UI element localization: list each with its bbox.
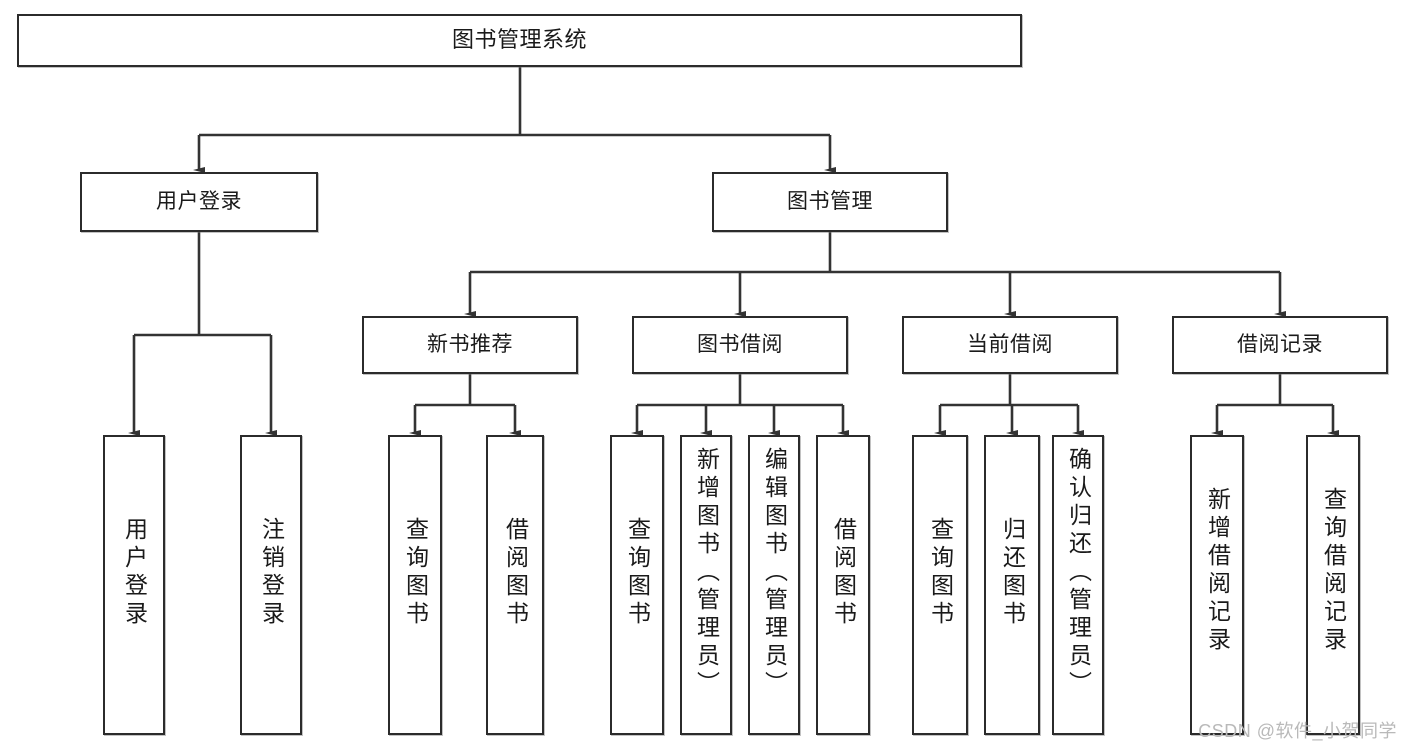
node-leaf-edit-book[interactable]: 编辑图书（管理员）	[748, 435, 800, 735]
node-leaf-borrow-1[interactable]: 借阅图书	[486, 435, 544, 735]
node-label: 确认归还（管理员）	[1065, 447, 1092, 699]
node-leaf-query-3[interactable]: 查询图书	[912, 435, 968, 735]
node-label: 图书管理系统	[451, 27, 587, 53]
node-book-manage[interactable]: 图书管理	[712, 172, 948, 232]
node-leaf-query-rec[interactable]: 查询借阅记录	[1306, 435, 1360, 735]
node-label: 图书管理	[787, 190, 873, 214]
node-label: 编辑图书（管理员）	[761, 447, 788, 699]
node-leaf-confirm[interactable]: 确认归还（管理员）	[1052, 435, 1104, 735]
node-label: 注销登录	[258, 517, 285, 629]
node-label: 借阅图书	[502, 517, 529, 629]
node-leaf-query-1[interactable]: 查询图书	[388, 435, 442, 735]
node-leaf-return[interactable]: 归还图书	[984, 435, 1040, 735]
node-leaf-add-book[interactable]: 新增图书（管理员）	[680, 435, 732, 735]
node-label: 新增图书（管理员）	[693, 447, 720, 699]
node-leaf-user-login[interactable]: 用户登录	[103, 435, 165, 735]
node-label: 借阅图书	[830, 517, 857, 629]
node-book-borrow[interactable]: 图书借阅	[632, 316, 848, 374]
node-new-book-rec[interactable]: 新书推荐	[362, 316, 578, 374]
node-current-borrow[interactable]: 当前借阅	[902, 316, 1118, 374]
node-leaf-borrow-2[interactable]: 借阅图书	[816, 435, 870, 735]
node-label: 用户登录	[121, 517, 148, 629]
node-label: 用户登录	[156, 190, 242, 214]
node-borrow-record[interactable]: 借阅记录	[1172, 316, 1388, 374]
node-leaf-query-2[interactable]: 查询图书	[610, 435, 664, 735]
node-label: 借阅记录	[1237, 333, 1323, 357]
node-label: 查询借阅记录	[1320, 487, 1347, 655]
node-label: 新增借阅记录	[1204, 487, 1231, 655]
node-label: 图书借阅	[697, 333, 783, 357]
node-label: 查询图书	[624, 517, 651, 629]
edge-layer	[128, 67, 1339, 436]
node-label: 查询图书	[402, 517, 429, 629]
node-label: 查询图书	[927, 517, 954, 629]
node-root[interactable]: 图书管理系统	[17, 14, 1022, 67]
node-label: 归还图书	[999, 517, 1026, 629]
node-leaf-logout[interactable]: 注销登录	[240, 435, 302, 735]
node-user-login[interactable]: 用户登录	[80, 172, 318, 232]
node-leaf-add-rec[interactable]: 新增借阅记录	[1190, 435, 1244, 735]
node-label: 新书推荐	[427, 333, 513, 357]
node-label: 当前借阅	[967, 333, 1053, 357]
